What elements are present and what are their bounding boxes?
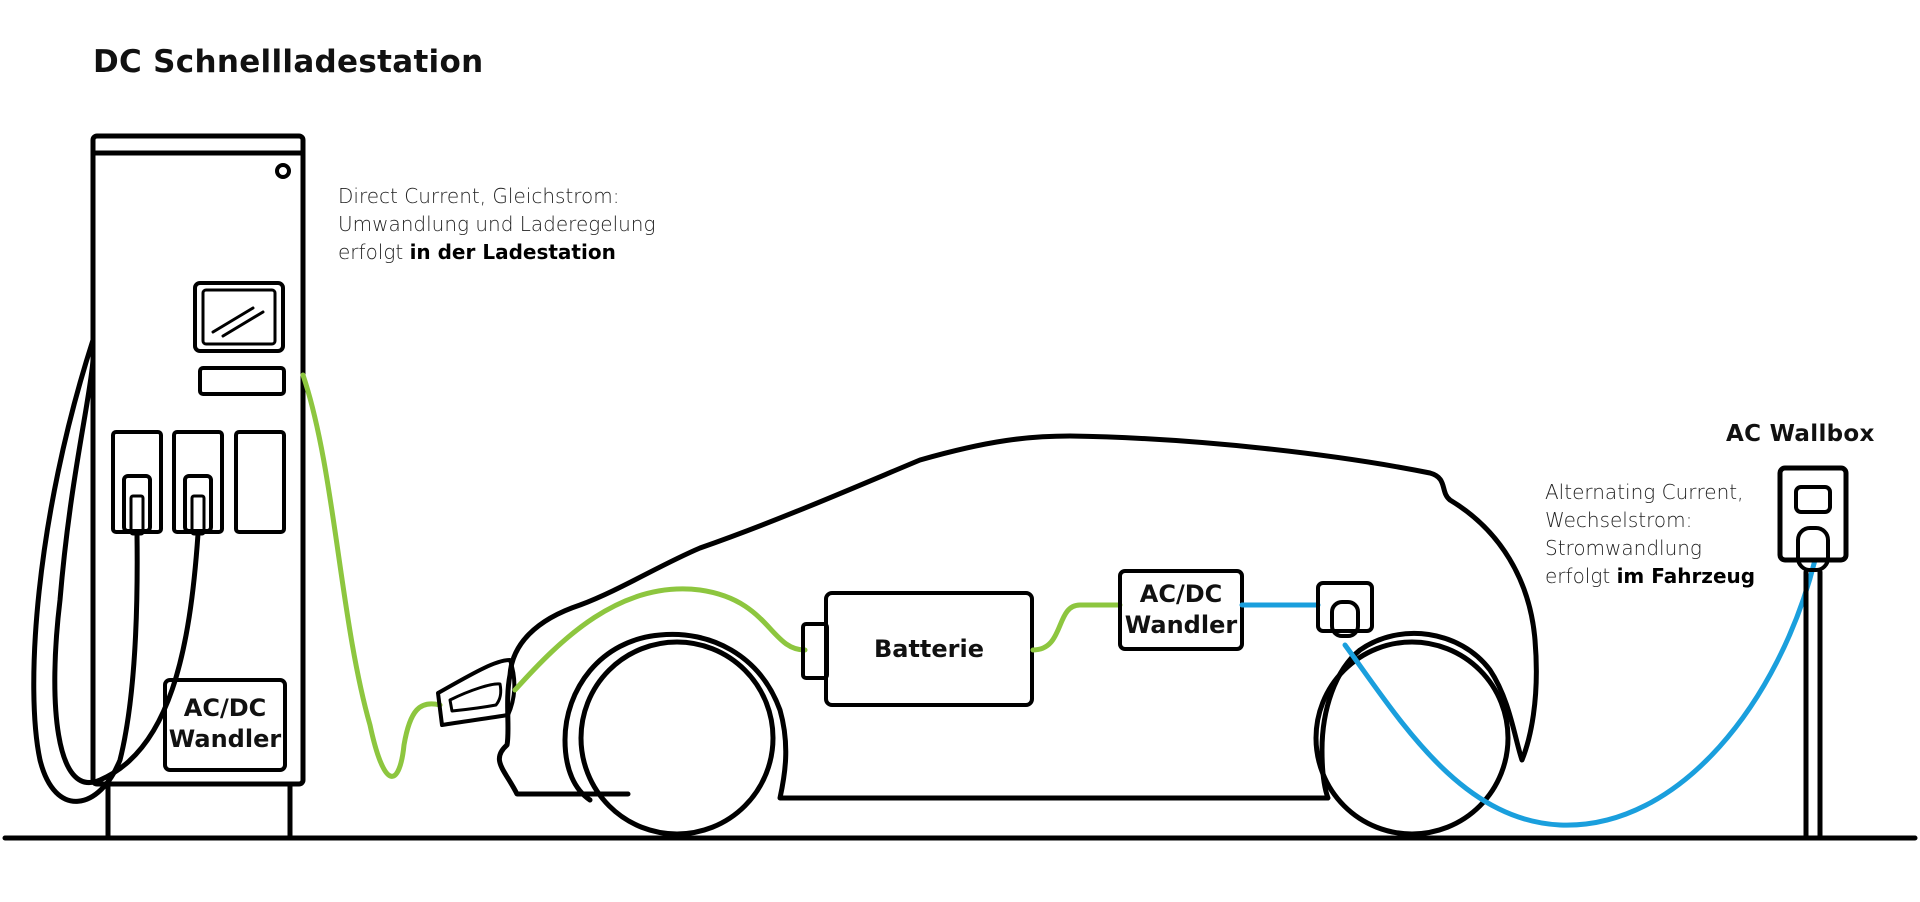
dc-converter-label: AC/DC Wandler [168,694,282,753]
screen-icon [193,281,285,353]
ac-inlet-icon [1316,581,1374,633]
ac-desc-line-2: Wechselstrom: [1545,508,1693,532]
wallbox-title: AC Wallbox [1726,421,1875,447]
dc-desc-line-1: Direct Current, Gleichstrom: [338,184,620,208]
rear-wheel [1313,639,1511,837]
battery-converter-cable [1030,602,1123,653]
wallbox-description: Alternating Current, Wechselstrom: Strom… [1545,478,1755,590]
ac-wallbox [1777,465,1849,841]
wallbox-housing [1777,465,1849,563]
wallbox-display [1794,485,1832,514]
dc-station-description: Direct Current, Gleichstrom: Umwandlung … [338,182,655,266]
card-slot [198,366,286,396]
onboard-converter-box [1118,569,1244,651]
dc-desc-line-3: erfolgt in der Ladestation [338,240,616,264]
dc-charging-station [31,133,306,841]
dc-converter-box [163,678,287,772]
ac-desc-line-3: Stromwandlung [1545,536,1702,560]
onboard-converter-label: AC/DC Wandler [1124,580,1238,639]
holster-2 [172,430,224,534]
black-cable-1 [31,337,140,804]
dc-station-title: DC Schnellladestation [93,44,484,80]
ac-desc-line-4: erfolgt im Fahrzeug [1545,564,1756,588]
black-cable-2 [52,357,201,785]
ac-desc-line-1: Alternating Current, [1545,480,1744,504]
dc-cable [300,372,443,779]
dc-inlet-icon [436,658,517,727]
plug-2-icon [183,474,213,533]
holster-1 [111,430,163,534]
wallbox-plug-icon [1796,526,1830,572]
dc-desc-line-2: Umwandlung und Laderegelung [338,212,656,236]
car-body-outline [496,433,1539,803]
plug-1-icon [122,474,152,533]
battery-terminal [801,622,829,680]
holster-3 [234,430,286,534]
battery-label: Batterie [873,635,985,663]
front-wheel [578,639,776,837]
car [436,433,1539,837]
ac-cable [1342,557,1818,828]
indicator-light-icon [275,163,291,179]
dc-internal-cable [512,586,808,693]
